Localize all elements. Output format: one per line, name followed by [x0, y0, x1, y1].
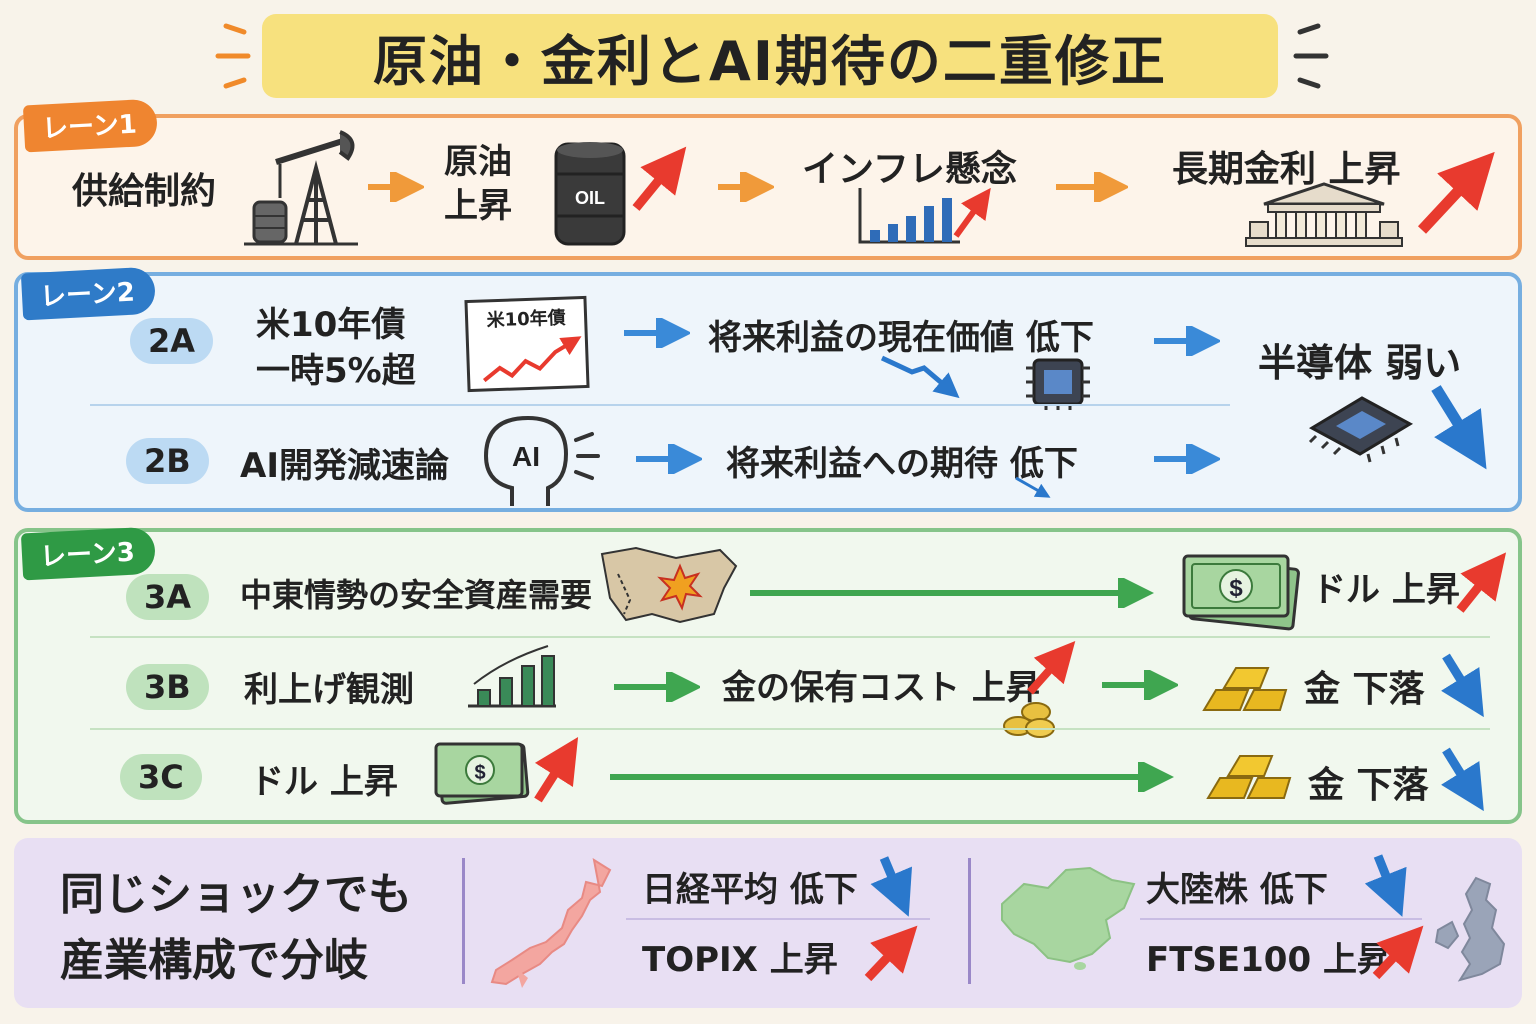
ai-head-icon: AI: [483, 415, 600, 506]
japan-sub-divider: [626, 918, 930, 920]
safe-haven-demand-label: 中東情勢の安全資産需要: [240, 576, 593, 614]
present-value-decline-label: 将来利益の現在価値 低下: [708, 318, 1094, 358]
row-2a-badge: 2A: [130, 318, 214, 364]
lane-3-divider-2: [90, 728, 1490, 730]
row-3a-badge: 3A: [126, 574, 210, 620]
us-10y-chart-card: 米10年債: [464, 295, 590, 393]
row-2b-badge: 2B: [126, 438, 209, 484]
blue-down-arrow-icon: [1431, 385, 1487, 470]
bottom-separator-2: [968, 858, 971, 984]
ai-slowdown-label: AI開発減速論: [240, 446, 449, 486]
blue-down-arrow-3b: [1441, 653, 1484, 718]
oil-barrel-text: OIL: [575, 188, 605, 208]
bank-building-icon: [1245, 182, 1403, 247]
arrow-blue-3: [636, 444, 702, 474]
arrow-green-3: [1102, 670, 1178, 700]
red-up-arrow-icon-2: [1417, 151, 1495, 234]
arrow-green-long-1: [750, 578, 1154, 608]
red-up-arrow-ftse: [1372, 925, 1424, 980]
inflation-bar-chart-icon: [858, 187, 991, 244]
oil-barrel-icon: OIL: [554, 142, 626, 246]
rise-text: 上昇: [444, 186, 512, 226]
red-up-arrow-icon: [632, 146, 687, 211]
blue-down-arrow-3c: [1441, 747, 1484, 812]
row-3b-badge: 3B: [126, 664, 209, 710]
bottom-separator-1: [462, 858, 465, 984]
uk-map-icon: [1434, 876, 1506, 982]
rate-hike-expectation-label: 利上げ観測: [244, 670, 414, 710]
gold-decline-label-3c: 金 下落: [1308, 765, 1429, 806]
us-10y-line1: 米10年債: [256, 305, 406, 345]
long-term-rate-label: 長期金利 上昇: [1172, 149, 1401, 190]
page-title: 原油・金利とAI期待の二重修正: [373, 29, 1167, 93]
blue-down-arrow-small: [880, 355, 960, 399]
arrow-blue-4: [1154, 444, 1220, 474]
lane-2-tag: レーン2: [20, 266, 156, 321]
coins-icon: [1003, 702, 1055, 738]
dollar-symbol-2: $: [474, 762, 485, 784]
lane-3-tag: レーン3: [20, 526, 156, 581]
other-sub-divider: [1140, 918, 1422, 920]
red-up-arrow-3b: [1027, 641, 1076, 695]
us-10y-line2: 一時5%超: [256, 351, 416, 391]
blue-down-arrow-nikkei: [870, 856, 913, 917]
arrow-green-long-2: [610, 762, 1174, 792]
arrow-green-2: [614, 672, 700, 702]
inflation-concern-label: インフレ懸念: [802, 149, 1017, 190]
japan-map-icon: [490, 857, 612, 988]
dollar-rise-label-3c: ドル 上昇: [250, 762, 398, 802]
supply-constraint-label: 供給制約: [72, 171, 217, 212]
red-up-arrow-3c: [534, 737, 579, 803]
crude-oil-label: 原油 上昇: [444, 140, 512, 228]
nikkei-decline-label: 日経平均 低下: [642, 870, 858, 910]
arrow-blue-1: [624, 318, 690, 348]
lane-2-panel: [14, 272, 1522, 512]
arrow-blue-2: [1154, 326, 1220, 356]
red-up-arrow-3a: [1456, 552, 1507, 613]
middle-east-map-icon: [600, 546, 738, 624]
ai-head-text: AI: [512, 441, 540, 472]
dollar-bill-icon-3c: $: [434, 742, 530, 805]
oil-pump-icon: [244, 130, 358, 246]
gold-bars-icon-3b: [1202, 667, 1288, 711]
crude-oil-text: 原油: [444, 142, 512, 182]
dollar-bills-icon: $: [1182, 554, 1300, 631]
topix-rise-label: TOPIX 上昇: [642, 940, 838, 980]
us-10y-label: 米10年債 一時5%超: [256, 302, 416, 394]
rising-line-icon: [482, 336, 582, 383]
lane-3-divider-1: [90, 636, 1490, 638]
arrow-orange-3: [1056, 172, 1128, 202]
message-line-1: 同じショックでも: [60, 869, 412, 920]
bottom-panel: [14, 838, 1522, 1008]
lane-2-divider: [90, 404, 1230, 406]
arrow-orange-1: [368, 172, 424, 202]
ftse-rise-label: FTSE100 上昇: [1146, 940, 1391, 980]
blue-down-arrow-tiny: [1015, 476, 1051, 498]
emphasis-lines-left-icon: [215, 23, 251, 89]
message-line-2: 産業構成で分岐: [60, 935, 368, 986]
red-up-arrow-topix: [864, 925, 918, 982]
semiconductor-chip-icon: [1308, 396, 1414, 463]
dollar-rise-label-3a: ドル 上昇: [1312, 570, 1460, 610]
lane-1-tag: レーン1: [22, 98, 158, 153]
emphasis-lines-right-icon: [1293, 23, 1329, 89]
divergence-message: 同じショックでも 産業構成で分岐: [60, 862, 412, 994]
gold-bars-icon-3c: [1206, 755, 1292, 799]
us-10y-card-label: 米10年債: [486, 307, 567, 332]
gold-decline-label-3b: 金 下落: [1304, 669, 1425, 710]
semiconductor-weak-label: 半導体 弱い: [1258, 341, 1462, 385]
gold-holding-cost-label: 金の保有コスト 上昇: [722, 668, 1040, 708]
rising-bars-icon: [468, 645, 556, 708]
row-3c-badge: 3C: [120, 754, 202, 800]
mainland-stocks-decline-label: 大陸株 低下: [1146, 870, 1328, 910]
title-band: [262, 14, 1278, 98]
arrow-orange-2: [718, 172, 774, 202]
blue-down-arrow-mainland: [1364, 854, 1407, 917]
chip-icon-small: [1026, 358, 1090, 410]
profit-expectation-decline-label: 将来利益への期待 低下: [726, 444, 1078, 484]
dollar-symbol-1: $: [1229, 575, 1243, 602]
china-map-icon: [1001, 866, 1136, 970]
